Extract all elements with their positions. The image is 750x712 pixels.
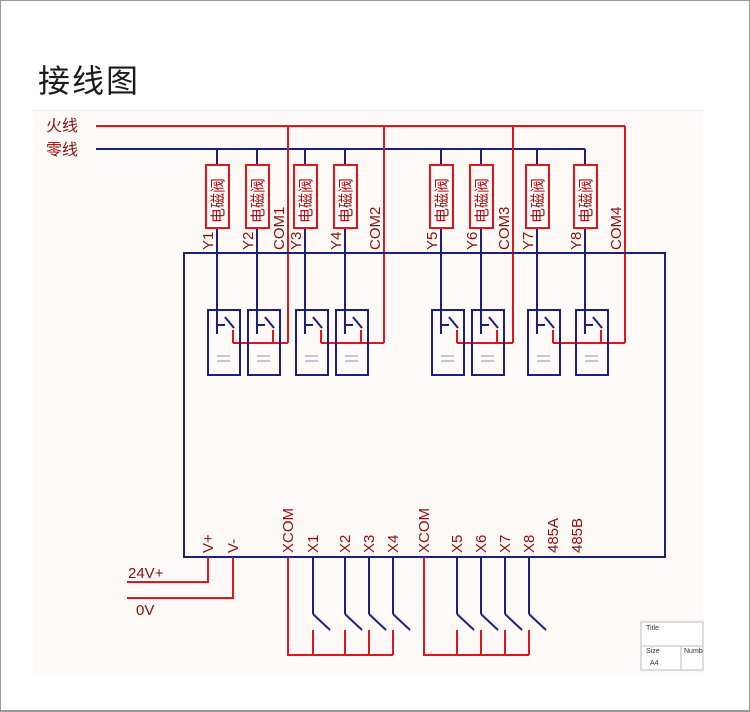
solenoid-valve-label: 电磁阀 <box>209 178 227 223</box>
terminal-label-x6: X6 <box>473 535 490 553</box>
relay-7 <box>527 309 561 376</box>
relay-1 <box>207 309 241 376</box>
input-switch-x7 <box>504 613 523 631</box>
input-switch-x6 <box>480 613 499 631</box>
terminal-label-xcom-2: XCOM <box>416 508 433 553</box>
output-label-y3: Y3 <box>288 232 305 250</box>
input-switch-x5 <box>456 613 475 631</box>
terminal-label-485b: 485B <box>569 518 586 553</box>
title-block-size: Size <box>646 648 660 655</box>
com-label-2: COM2 <box>367 207 384 250</box>
solenoid-valve-label: 电磁阀 <box>337 178 355 223</box>
relay-2 <box>247 309 281 376</box>
relay-contact-blade <box>224 316 235 329</box>
relay-contact-blade <box>448 316 459 329</box>
terminal-label-x7: X7 <box>497 535 514 553</box>
solenoid-valve-6 <box>469 164 494 229</box>
supply-0v-wire <box>127 557 234 599</box>
title-block-size-value: A4 <box>650 660 659 667</box>
neutral-line-label: 零线 <box>46 140 78 159</box>
supply-0v-label: 0V <box>136 602 154 619</box>
com-label-3: COM3 <box>496 207 513 250</box>
solenoid-valve-3 <box>293 164 318 229</box>
com-label-4: COM4 <box>608 207 625 250</box>
solenoid-valve-2 <box>245 164 270 229</box>
output-label-y7: Y7 <box>520 232 537 250</box>
relay-contact-blade <box>488 316 499 329</box>
output-label-y8: Y8 <box>568 232 585 250</box>
relay-contact-blade <box>544 316 555 329</box>
solenoid-valve-1 <box>205 164 230 229</box>
solenoid-valve-label: 电磁阀 <box>433 178 451 223</box>
relay-contact-blade <box>592 316 603 329</box>
title-block-title: Title <box>646 625 659 632</box>
terminal-label-x4: X4 <box>385 535 402 553</box>
input-switch-x4 <box>392 613 411 631</box>
input-switch-x1 <box>312 613 331 631</box>
supply-24v-label: 24V+ <box>128 565 164 582</box>
input-switch-x2 <box>344 613 363 631</box>
solenoid-valve-label: 电磁阀 <box>577 178 595 223</box>
com-label-1: COM1 <box>271 207 288 250</box>
terminal-label-x2: X2 <box>337 535 354 553</box>
terminal-label-x3: X3 <box>361 535 378 553</box>
solenoid-valve-5 <box>429 164 454 229</box>
supply-24v-wire <box>127 557 209 583</box>
title-block-number: Numb <box>684 648 703 655</box>
relay-5 <box>431 309 465 376</box>
relay-3 <box>295 309 329 376</box>
relay-contact-blade <box>352 316 363 329</box>
output-label-y6: Y6 <box>464 232 481 250</box>
output-label-y5: Y5 <box>424 232 441 250</box>
terminal-label-x1: X1 <box>305 535 322 553</box>
solenoid-valve-label: 电磁阀 <box>297 178 315 223</box>
terminal-label-v-minus: V- <box>225 539 242 553</box>
solenoid-valve-label: 电磁阀 <box>249 178 267 223</box>
relay-6 <box>471 309 505 376</box>
page-title: 接线图 <box>38 62 141 100</box>
terminal-label-485a: 485A <box>545 518 562 553</box>
solenoid-valve-4 <box>333 164 358 229</box>
terminal-label-x8: X8 <box>521 535 538 553</box>
terminal-label-x5: X5 <box>449 535 466 553</box>
solenoid-valve-label: 电磁阀 <box>529 178 547 223</box>
relay-contact-blade <box>264 316 275 329</box>
relay-8 <box>575 309 609 376</box>
input-switch-x3 <box>368 613 387 631</box>
output-label-y1: Y1 <box>200 232 217 250</box>
solenoid-valve-label: 电磁阀 <box>473 178 491 223</box>
output-label-y4: Y4 <box>328 232 345 250</box>
solenoid-valve-7 <box>525 164 550 229</box>
xcom-wire-1 <box>287 557 393 656</box>
relay-contact-blade <box>312 316 323 329</box>
live-line-label: 火线 <box>46 116 78 135</box>
title-block: Title Size A4 Numb <box>640 621 704 671</box>
terminal-label-v-plus: V+ <box>200 534 217 553</box>
terminal-label-xcom-1: XCOM <box>280 508 297 553</box>
relay-4 <box>335 309 369 376</box>
input-switch-x8 <box>528 613 547 631</box>
output-label-y2: Y2 <box>240 232 257 250</box>
solenoid-valve-8 <box>573 164 598 229</box>
xcom-wire-2 <box>423 557 529 656</box>
